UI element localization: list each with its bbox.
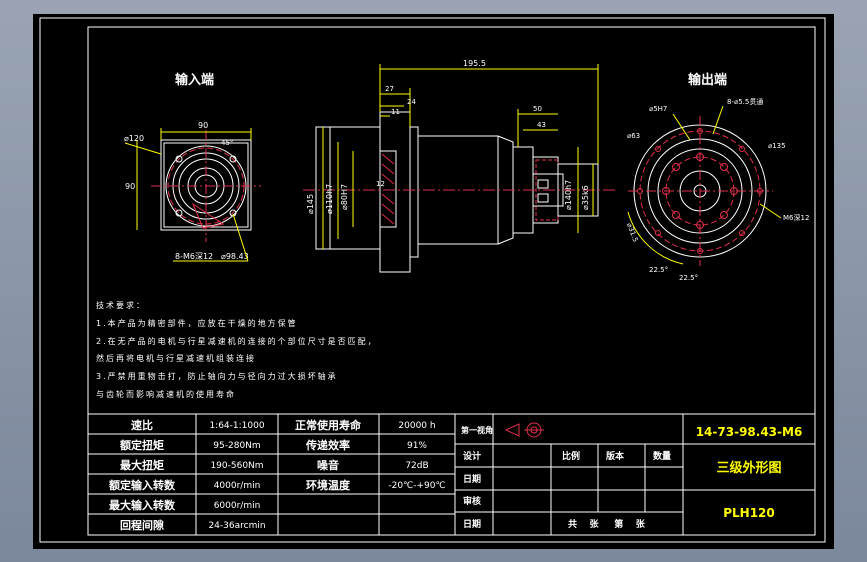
svg-text:12: 12: [376, 180, 385, 188]
svg-text:⌀120: ⌀120: [124, 134, 144, 143]
projection-symbol-icon: [504, 422, 544, 438]
side-view: 195.5 27 24 11 50 43 12 ⌀145 ⌀110h7 ⌀80H…: [303, 59, 618, 273]
svg-text:4000r/min: 4000r/min: [214, 481, 261, 491]
svg-text:⌀80H7: ⌀80H7: [340, 184, 349, 210]
svg-text:数量: 数量: [653, 450, 671, 462]
cad-viewport: 输入端 输出端 90 90 ⌀120 45° 8-M6深12 ⌀98.43: [33, 14, 834, 549]
svg-text:95-280Nm: 95-280Nm: [213, 441, 260, 451]
note-line: 3.严禁用重物击打，防止轴向力与径向力过大损坏轴承: [96, 371, 338, 381]
svg-text:共 张 第 张: 共 张 第 张: [568, 518, 646, 530]
note-line: 然后再将电机与行星减速机组装连接: [96, 353, 256, 363]
svg-text:22.5°: 22.5°: [649, 266, 668, 274]
svg-text:-20℃-+90℃: -20℃-+90℃: [388, 481, 445, 491]
svg-text:第一视角: 第一视角: [461, 425, 493, 435]
svg-text:24: 24: [407, 98, 416, 106]
spec-table: [87, 413, 456, 536]
svg-text:1:64-1:1000: 1:64-1:1000: [209, 421, 264, 431]
svg-text:43: 43: [537, 121, 546, 129]
svg-text:⌀140h7: ⌀140h7: [564, 180, 573, 210]
svg-text:190-560Nm: 190-560Nm: [210, 461, 263, 471]
svg-text:环境温度: 环境温度: [306, 478, 351, 492]
svg-text:50: 50: [533, 105, 542, 113]
output-view-title: 输出端: [688, 72, 727, 88]
svg-text:M6深12: M6深12: [783, 213, 809, 222]
svg-text:噪音: 噪音: [317, 458, 339, 472]
svg-text:回程间隙: 回程间隙: [120, 518, 164, 532]
drawing-name: 三级外形图: [716, 460, 781, 476]
drawing-canvas: 输入端 输出端 90 90 ⌀120 45° 8-M6深12 ⌀98.43: [39, 17, 826, 543]
model-name: PLH120: [723, 506, 775, 520]
note-line: 与齿轮而影响减速机的使用寿命: [96, 389, 236, 399]
svg-text:额定输入转数: 额定输入转数: [109, 478, 176, 492]
svg-text:审核: 审核: [463, 495, 481, 507]
svg-text:22.5°: 22.5°: [679, 274, 698, 282]
svg-text:⌀5H7: ⌀5H7: [649, 105, 667, 113]
note-line: 1.本产品为精密部件，应放在干燥的地方保管: [96, 318, 298, 328]
svg-text:72dB: 72dB: [405, 461, 428, 471]
svg-text:24-36arcmin: 24-36arcmin: [208, 521, 265, 531]
svg-text:速比: 速比: [131, 418, 153, 432]
svg-text:6000r/min: 6000r/min: [214, 501, 261, 511]
outer-frame: [39, 17, 826, 543]
spec-table-text: 速比 1:64-1:1000 正常使用寿命 20000 h 额定扭矩 95-28…: [109, 418, 446, 532]
svg-text:日期: 日期: [463, 518, 481, 530]
svg-text:27: 27: [385, 85, 394, 93]
title-block-text: 第一视角 设计 日期 审核 日期 比例 版本 数量 共 张 第 张 14-73-…: [461, 422, 803, 530]
svg-text:⌀35k6: ⌀35k6: [581, 185, 590, 210]
svg-text:最大扭矩: 最大扭矩: [120, 458, 164, 472]
drawing-number: 14-73-98.43-M6: [696, 425, 803, 439]
inner-frame: [87, 26, 816, 536]
output-end-view: ⌀5H7 8-⌀5.5贯通 ⌀63 ⌀135 M6深12 22.5° 22.5°…: [625, 97, 809, 282]
svg-text:⌀135: ⌀135: [768, 142, 786, 150]
svg-text:传递效率: 传递效率: [305, 438, 350, 452]
svg-text:91%: 91%: [407, 441, 427, 451]
svg-text:11: 11: [391, 108, 400, 116]
note-line: 技术要求：: [96, 300, 146, 310]
svg-text:⌀63: ⌀63: [627, 132, 640, 140]
title-block: [454, 413, 816, 536]
svg-text:最大输入转数: 最大输入转数: [109, 498, 176, 512]
input-end-view: 90 90 ⌀120 45° 8-M6深12 ⌀98.43: [124, 121, 261, 262]
svg-text:⌀110h7: ⌀110h7: [325, 184, 334, 214]
svg-text:8-⌀5.5贯通: 8-⌀5.5贯通: [727, 97, 763, 106]
input-view-title: 输入端: [175, 72, 214, 88]
tech-notes: 技术要求： 1.本产品为精密部件，应放在干燥的地方保管 2.在无产品的电机与行星…: [96, 300, 378, 399]
svg-text:设计: 设计: [463, 450, 481, 462]
svg-text:8-M6深12: 8-M6深12: [175, 252, 213, 261]
svg-text:⌀31.5: ⌀31.5: [625, 222, 639, 243]
svg-text:195.5: 195.5: [463, 59, 486, 68]
note-line: 2.在无产品的电机与行星减速机的连接的个部位尺寸是否匹配，: [96, 336, 378, 346]
svg-text:比例: 比例: [562, 450, 580, 462]
svg-text:90: 90: [125, 182, 135, 191]
svg-text:20000 h: 20000 h: [398, 421, 435, 431]
svg-text:日期: 日期: [463, 473, 481, 485]
svg-text:版本: 版本: [605, 450, 625, 462]
svg-text:正常使用寿命: 正常使用寿命: [295, 418, 362, 432]
svg-text:额定扭矩: 额定扭矩: [120, 438, 164, 452]
svg-text:⌀145: ⌀145: [306, 194, 315, 214]
svg-text:⌀98.43: ⌀98.43: [221, 252, 249, 261]
svg-text:90: 90: [198, 121, 208, 130]
svg-text:45°: 45°: [221, 139, 233, 147]
